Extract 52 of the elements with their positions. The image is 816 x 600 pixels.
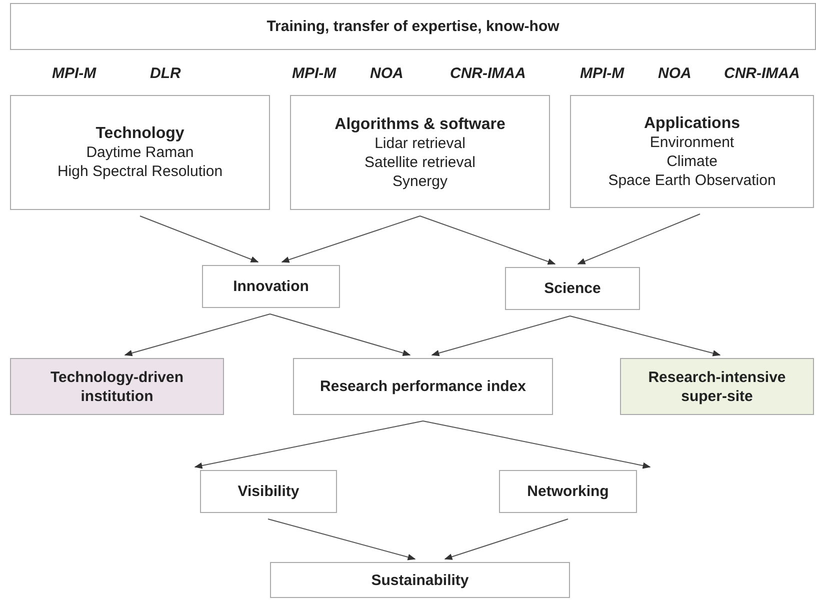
process-box	[290, 95, 550, 210]
box-text: Lidar retrieval	[374, 134, 466, 152]
box-label: Science	[544, 279, 601, 298]
process-box	[200, 470, 337, 513]
arrow	[431, 316, 570, 356]
institute-label: CNR-IMAA	[724, 65, 800, 82]
banner-box	[10, 3, 816, 50]
arrow	[577, 214, 700, 264]
process-box	[293, 358, 553, 415]
category-box	[620, 358, 814, 415]
arrow	[124, 314, 270, 356]
process-box	[202, 265, 340, 308]
institute-label: CNR-IMAA	[450, 65, 526, 82]
box-text: Satellite retrieval	[364, 152, 476, 172]
box-label: Networking	[527, 482, 609, 501]
arrow	[420, 216, 556, 265]
box-label: Innovation	[233, 277, 309, 296]
process-box	[10, 95, 270, 210]
box-text: Climate	[666, 152, 718, 170]
institute-label: DLR	[150, 65, 181, 82]
box-label: Technology-driven institution	[49, 368, 185, 406]
arrow	[444, 518, 568, 560]
box-text: Synergy	[392, 172, 448, 190]
box-text: Space Earth Observation	[608, 170, 776, 190]
box-label: Research-intensive super-site	[647, 368, 787, 406]
box-label: Visibility	[238, 482, 300, 501]
box-text: Daytime Raman	[86, 143, 194, 162]
arrow	[270, 314, 411, 356]
box-heading: Applications	[644, 114, 740, 132]
category-box	[10, 358, 224, 415]
process-box	[499, 470, 637, 513]
arrow	[422, 420, 651, 469]
box-heading: Technology	[96, 124, 184, 143]
box-text: Environment	[650, 132, 734, 152]
arrow	[140, 216, 259, 262]
box-label: Sustainability	[371, 570, 469, 590]
process-box	[570, 95, 814, 208]
institute-label: NOA	[658, 65, 692, 82]
process-box	[270, 562, 570, 598]
box-label: Research performance index	[319, 377, 527, 396]
box-label: Training, transfer of expertise, know-how	[266, 17, 560, 36]
institute-label: MPI-M	[52, 65, 96, 82]
arrow	[268, 518, 416, 560]
process-box	[505, 267, 640, 310]
institute-label: NOA	[370, 65, 404, 82]
box-heading: Algorithms & software	[334, 114, 506, 134]
institute-label: MPI-M	[292, 65, 336, 82]
box-text: High Spectral Resolution	[57, 162, 223, 181]
arrow	[570, 316, 721, 356]
arrow	[194, 420, 424, 469]
arrow	[281, 216, 420, 263]
institute-label: MPI-M	[580, 65, 624, 82]
